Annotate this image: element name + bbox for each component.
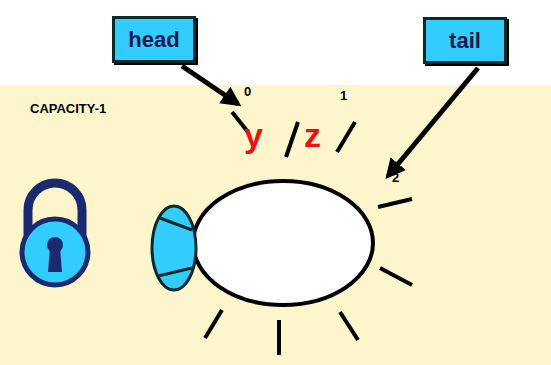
background-panel — [0, 85, 551, 365]
buffer-ring — [193, 181, 373, 305]
pointer-name: head — [128, 27, 179, 53]
capacity-label: CAPACITY-1 — [30, 101, 106, 116]
shutter-symbol — [152, 206, 196, 290]
slot-value: z — [304, 116, 321, 155]
slot-index: 1 — [340, 88, 347, 103]
pointer-box: tail — [423, 17, 507, 64]
tail-pointer — [388, 68, 478, 176]
slot-ticks — [205, 112, 412, 355]
lock-icon — [22, 183, 88, 285]
pointer-name: tail — [449, 28, 481, 54]
pointer-box: head — [112, 16, 196, 63]
head-pointer — [182, 66, 238, 104]
slot-index: 2 — [392, 170, 399, 185]
slot-index: 0 — [244, 84, 251, 99]
slot-value: y — [244, 116, 263, 155]
